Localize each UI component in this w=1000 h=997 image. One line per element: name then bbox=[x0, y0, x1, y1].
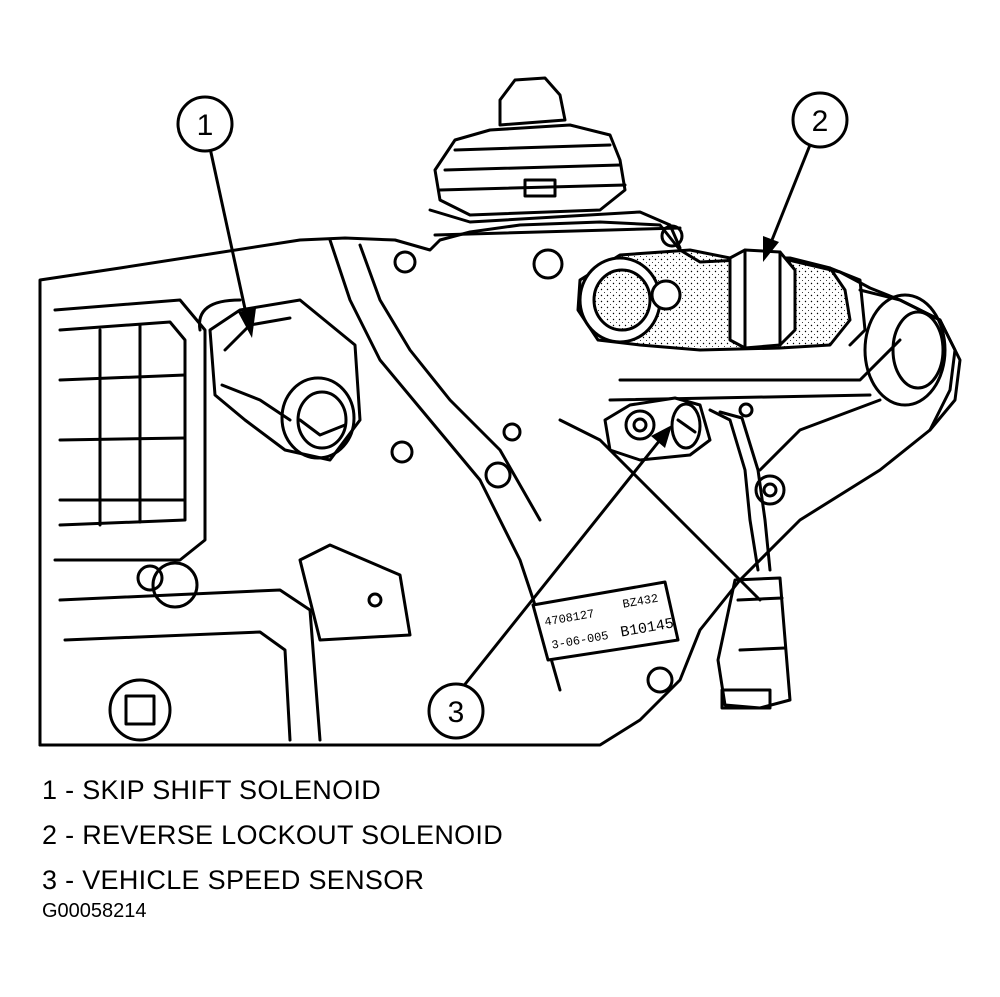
arrowhead-2 bbox=[763, 236, 779, 262]
reverse-lockout-solenoid bbox=[576, 248, 867, 352]
skip-shift-solenoid bbox=[198, 298, 362, 462]
callout-2: 2 bbox=[791, 91, 849, 149]
leader-1 bbox=[208, 147, 249, 319]
shifter-boot bbox=[428, 76, 682, 250]
arrowhead-3 bbox=[651, 425, 672, 448]
arrowhead-1 bbox=[238, 308, 256, 338]
drain-plug bbox=[108, 678, 172, 742]
vehicle-speed-sensor bbox=[603, 396, 792, 710]
callout-3: 3 bbox=[427, 682, 485, 740]
leader-3 bbox=[460, 439, 662, 689]
transmission-case bbox=[38, 220, 962, 747]
id-plate bbox=[531, 580, 680, 662]
legend-item-2: 2 - REVERSE LOCKOUT SOLENOID bbox=[42, 820, 504, 850]
callout-1: 1 bbox=[176, 95, 234, 153]
callout-1-number: 1 bbox=[197, 109, 214, 142]
legend-item-1: 1 - SKIP SHIFT SOLENOID bbox=[42, 775, 381, 805]
plate-text-1b: BZ432 bbox=[621, 592, 659, 612]
callout-3-number: 3 bbox=[448, 696, 465, 729]
transmission-illustration: 4708127 BZ432 3-06-005 B10145 1 2 3 bbox=[38, 76, 962, 747]
legend: 1 - SKIP SHIFT SOLENOID 2 - REVERSE LOCK… bbox=[42, 768, 503, 903]
callout-2-number: 2 bbox=[812, 105, 829, 138]
figure-id: G00058214 bbox=[42, 900, 147, 922]
leader-2 bbox=[768, 144, 812, 246]
legend-item-3: 3 - VEHICLE SPEED SENSOR bbox=[42, 865, 425, 895]
